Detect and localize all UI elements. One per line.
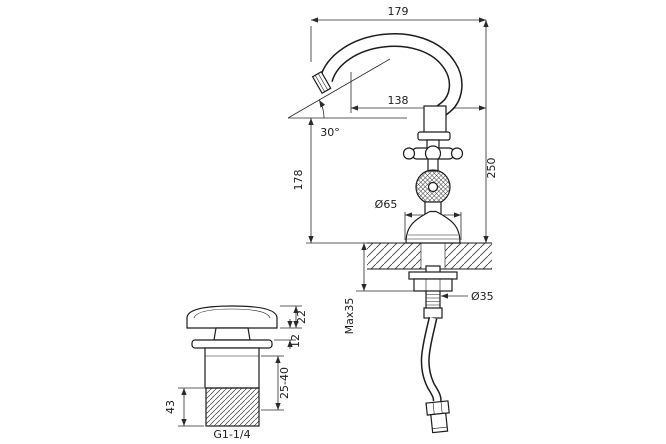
mounting-nut-facets — [425, 279, 441, 291]
counter-hatch-left — [367, 243, 421, 269]
dim-label-shank-diameter: Ø35 — [471, 290, 494, 303]
dimension-max-deck-thickness — [356, 243, 414, 292]
dim-label-drain-adjust-range: 25-40 — [278, 367, 291, 399]
dim-label-spout-height: 178 — [292, 170, 305, 191]
dim-label-spout-reach-offset: 138 — [388, 94, 409, 107]
dim-label-drain-thread-size: G1-1/4 — [213, 428, 250, 441]
dim-label-spout-angle: 30° — [320, 126, 340, 139]
drain-cap-inner-line — [193, 308, 271, 319]
mounting-nut — [413, 278, 453, 292]
dim-label-base-diameter: Ø65 — [375, 198, 398, 211]
drain-flange — [191, 339, 273, 349]
hose-end-fitting — [425, 400, 450, 434]
base-bell-ridges — [407, 234, 459, 240]
dimension-spout-reach-offset — [350, 72, 486, 113]
handle-stem-lower — [427, 158, 439, 172]
dim-label-spout-reach-total: 179 — [388, 5, 409, 18]
mounting-washer — [408, 271, 458, 280]
dimension-spout-angle — [287, 58, 407, 119]
dimension-drain-adjust-range — [261, 355, 284, 411]
dim-label-total-height: 250 — [485, 158, 498, 179]
dimension-drain-thread-length — [178, 387, 204, 427]
spout-aerator — [311, 70, 332, 95]
dim-label-drain-thread-length: 43 — [164, 400, 177, 414]
supply-hose-body — [422, 317, 441, 403]
dim-label-max-deck-thickness: Max35 — [343, 298, 356, 335]
dimension-spout-reach-total — [310, 17, 486, 62]
faucet-collar — [417, 131, 451, 141]
counter-hatch-right — [445, 243, 492, 269]
hose-top-nut — [423, 307, 443, 319]
handle-ball-left — [402, 147, 416, 160]
faucet-assembly — [311, 33, 464, 244]
faucet-neck — [423, 105, 447, 135]
drain-body — [204, 347, 260, 389]
shank-threads — [426, 294, 440, 309]
base-bell — [405, 210, 461, 244]
dimension-drain-neck-height — [274, 319, 296, 349]
dimension-labels: 179 250 138 178 30° Ø65 Ø35 Max35 22 12 … — [164, 5, 498, 441]
dim-label-drain-neck-height: 12 — [289, 334, 302, 348]
counter-hole-edges — [420, 243, 446, 269]
under-counter-assembly — [408, 265, 458, 434]
dim-label-drain-cap-height: 22 — [295, 310, 308, 324]
drain-cap — [186, 305, 278, 329]
handle-ball-right — [450, 147, 464, 160]
counter-section — [367, 242, 492, 270]
drain-neck — [213, 327, 251, 341]
dimension-drain-cap-height — [280, 305, 302, 329]
drain-threaded-tail — [205, 387, 260, 427]
handle-medallion-boss — [427, 181, 439, 193]
drain-assembly — [186, 305, 278, 427]
dimension-spout-height — [306, 118, 367, 244]
